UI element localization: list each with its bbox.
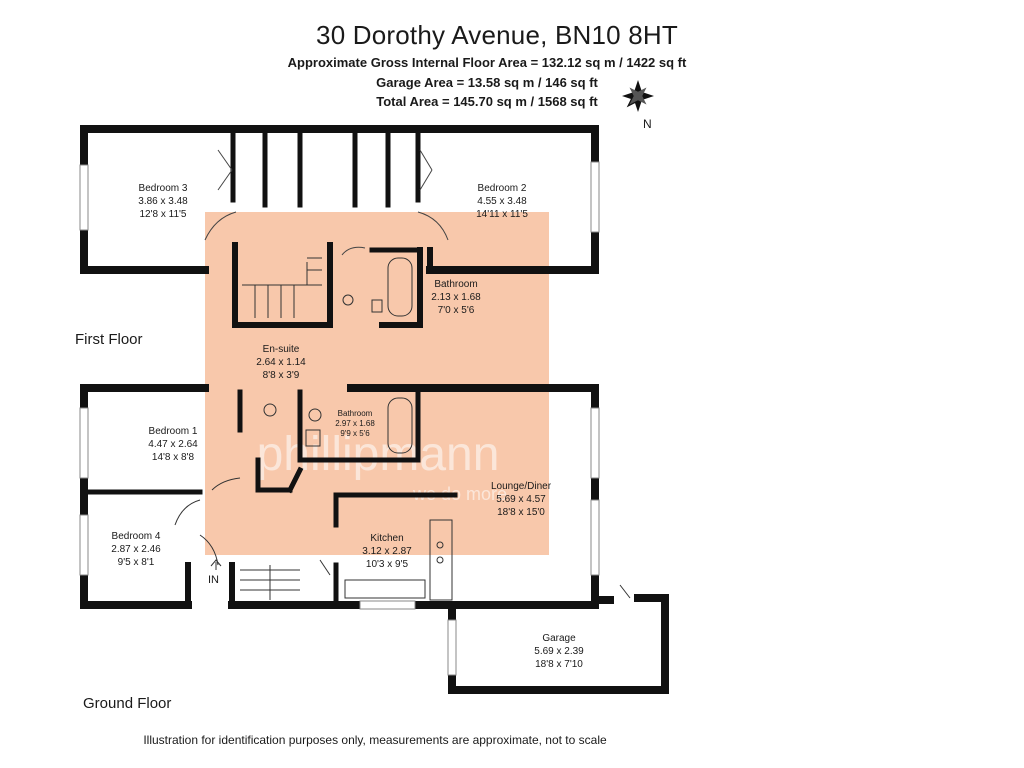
room-imperial: 9'5 x 8'1	[117, 557, 155, 568]
room-name: Lounge/Diner	[490, 481, 552, 492]
room-metric: 5.69 x 2.39	[534, 646, 584, 657]
room-metric: 2.97 x 1.68	[335, 419, 375, 428]
room-label-bedroom-1: Bedroom 1 4.47 x 2.64 14'8 x 8'8	[148, 425, 197, 464]
disclaimer-text: Illustration for identification purposes…	[143, 733, 607, 747]
room-metric: 4.47 x 2.64	[148, 439, 198, 450]
ground-floor-label: Ground Floor	[83, 695, 172, 712]
room-label-kitchen: Kitchen 3.12 x 2.87 10'3 x 9'5	[362, 532, 411, 571]
room-imperial: 9'9 x 5'6	[340, 429, 370, 438]
garage-area-text: Garage Area = 13.58 sq m / 146 sq ft	[376, 75, 598, 90]
room-metric: 2.87 x 2.46	[111, 544, 161, 555]
first-floor-label: First Floor	[75, 331, 143, 348]
gross-area-text: Approximate Gross Internal Floor Area = …	[287, 55, 687, 70]
room-label-bedroom-4: Bedroom 4 2.87 x 2.46 9'5 x 8'1	[111, 530, 160, 569]
room-imperial: 14'11 x 11'5	[476, 209, 528, 220]
first-floor-stairs	[242, 257, 413, 318]
room-name: Bathroom	[337, 409, 373, 418]
room-label-lounge-diner: Lounge/Diner 5.69 x 4.57 18'8 x 15'0	[491, 480, 551, 519]
room-imperial: 12'8 x 11'5	[139, 209, 187, 220]
room-label-bedroom-2: Bedroom 2 4.55 x 3.48 14'11 x 11'5	[476, 182, 528, 221]
room-name: Bedroom 2	[477, 183, 527, 194]
room-name: En-suite	[262, 344, 300, 355]
room-label-ensuite: En-suite 2.64 x 1.14 8'8 x 3'9	[256, 343, 305, 382]
watermark-brand-text: phillipmann	[257, 428, 500, 481]
room-name: Bedroom 4	[111, 531, 161, 542]
compass-north-label: N	[643, 117, 652, 131]
room-imperial: 18'8 x 15'0	[497, 507, 545, 518]
room-imperial: 7'0 x 5'6	[437, 305, 475, 316]
room-name: Garage	[542, 633, 576, 644]
room-imperial: 14'8 x 8'8	[151, 452, 195, 463]
first-floor-plan	[80, 125, 599, 328]
room-metric: 3.86 x 3.48	[138, 196, 188, 207]
room-label-bedroom-3: Bedroom 3 3.86 x 3.48 12'8 x 11'5	[138, 182, 187, 221]
room-label-bathroom-ground: Bathroom 2.97 x 1.68 9'9 x 5'6	[335, 409, 375, 439]
room-metric: 3.12 x 2.87	[362, 546, 412, 557]
room-imperial: 10'3 x 9'5	[365, 559, 409, 570]
room-name: Kitchen	[370, 533, 404, 544]
watermark-tagline-text: we do more	[412, 484, 507, 504]
room-metric: 4.55 x 3.48	[477, 196, 527, 207]
room-label-bathroom-first: Bathroom 2.13 x 1.68 7'0 x 5'6	[431, 278, 480, 317]
property-address: 30 Dorothy Avenue, BN10 8HT	[316, 20, 678, 50]
room-name: Bathroom	[434, 279, 478, 290]
room-metric: 2.13 x 1.68	[431, 292, 481, 303]
room-imperial: 18'8 x 7'10	[535, 659, 583, 670]
entrance-label: IN	[208, 574, 219, 586]
room-name: Bedroom 3	[138, 183, 188, 194]
room-imperial: 8'8 x 3'9	[262, 370, 300, 381]
room-name: Bedroom 1	[148, 426, 198, 437]
compass-rose-icon	[622, 80, 654, 112]
room-metric: 2.64 x 1.14	[256, 357, 306, 368]
total-area-text: Total Area = 145.70 sq m / 1568 sq ft	[376, 94, 598, 109]
room-metric: 5.69 x 4.57	[496, 494, 546, 505]
room-label-garage: Garage 5.69 x 2.39 18'8 x 7'10	[534, 632, 583, 671]
